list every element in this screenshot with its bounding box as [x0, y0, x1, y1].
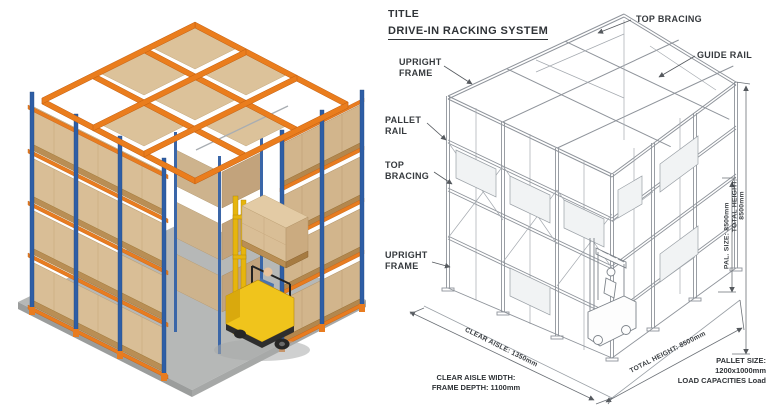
right-rack-block [279, 89, 365, 352]
page-title: DRIVE-IN RACKING SYSTEM [388, 24, 549, 41]
dimension-aisle-width-block: CLEAR AISLE WIDTH: FRAME DEPTH: 1100mm [408, 373, 544, 393]
pallet-size-value: 1200x1000mm [715, 366, 766, 376]
callout-upright-frame-left: UPRIGHT FRAME [385, 250, 428, 271]
pallet-size-title: PALLET SIZE: [716, 356, 766, 365]
callout-guide-rail: GUIDE RAIL [697, 50, 753, 60]
carried-pallet-load [241, 194, 309, 269]
drawing-title-block: TITLE DRIVE-IN RACKING SYSTEM [388, 8, 549, 41]
dimension-pal-size-right: PAL. SIZE: 8500mm [723, 202, 731, 270]
load-capacities-label: LOAD CAPACITIES Load [677, 376, 766, 386]
dimension-total-height-right: TOTAL HEIGHT: 8500mm [731, 178, 746, 233]
title-kicker: TITLE [388, 8, 420, 20]
wheel-hub [279, 341, 285, 347]
left-rack-block [27, 91, 169, 381]
post-feet-left [29, 307, 167, 381]
stored-pallet-loads [455, 135, 699, 316]
frame-depth-label: FRAME DEPTH: 1100mm [431, 383, 521, 393]
top-brace-diagonals [535, 33, 717, 99]
dimension-pallet-size-block: PALLET SIZE: 1200x1000mm LOAD CAPACITIES… [676, 356, 766, 386]
top-frame [41, 21, 349, 185]
top-beams [41, 21, 349, 185]
operator-head [263, 267, 273, 277]
callout-top-bracing-right: TOP BRACING [636, 14, 702, 24]
dimension-lines [409, 81, 751, 405]
clear-aisle-width-label: CLEAR AISLE WIDTH: [436, 373, 516, 382]
callout-upright-frame-top: UPRIGHT FRAME [399, 57, 442, 78]
callout-pallet-rail: PALLET RAIL [385, 115, 422, 136]
racking-technical-drawing [409, 13, 751, 405]
top-grid [447, 13, 737, 178]
reach-truck-forklift [214, 194, 310, 361]
pallet-rails-left [27, 104, 169, 380]
callout-top-bracing-left: TOP BRACING [385, 160, 430, 181]
racking-3d-render [18, 21, 366, 397]
callout-leader-lines [426, 19, 696, 269]
forklift-wheel-front [234, 329, 246, 339]
forklift-sketch [587, 238, 637, 347]
